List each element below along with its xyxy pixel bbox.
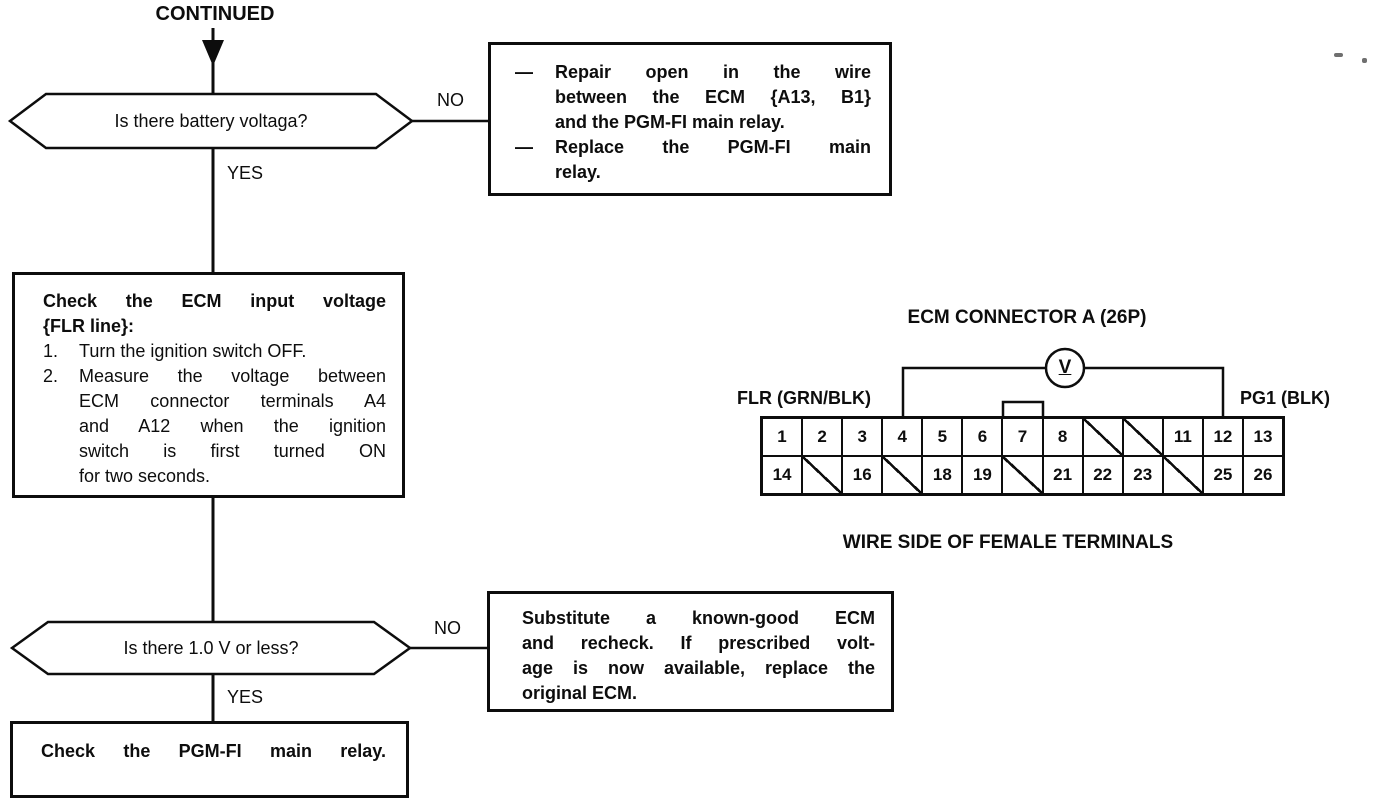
text-line: Replace the PGM-FI main [555, 137, 871, 157]
decision-voltage-yes-label: YES [227, 687, 264, 707]
decision-voltage-question: Is there 1.0 V or less? [123, 637, 299, 658]
pin-cell-blocked [1121, 419, 1162, 455]
pin-cell-26: 26 [1241, 457, 1282, 493]
text-line: and recheck. If prescribed volt- [522, 633, 875, 653]
voltmeter-icon [1044, 347, 1086, 389]
step-1: 1. Turn the ignition switch OFF. [43, 339, 386, 364]
scan-speck [1362, 58, 1367, 63]
pin-cell-5: 5 [921, 419, 961, 455]
pin-cell-blocked [881, 457, 922, 493]
pin-cell-12: 12 [1201, 419, 1242, 455]
down-arrowhead-icon [202, 40, 224, 66]
flr-pin-label: FLR (GRN/BLK) [737, 388, 871, 408]
pin-cell-blocked [801, 457, 842, 493]
check-relay-box: Check the PGM-FI main relay. [10, 721, 409, 798]
pin-cell-14: 14 [772, 465, 792, 484]
pin-cell-1: 1 [777, 427, 787, 446]
repair-item-2-text: Replace the PGM-FI main relay. [555, 135, 871, 185]
text-line: Measure the voltage between [79, 366, 386, 386]
step-number: 2. [43, 366, 59, 386]
text-line: relay. [555, 162, 601, 182]
step-2-text: Measure the voltage between ECM connecto… [79, 364, 386, 489]
connector-title: ECM CONNECTOR A (26P) [907, 307, 1147, 328]
pin-cell-13: 13 [1241, 419, 1282, 455]
text-line: switch is first turned ON [79, 441, 386, 461]
step-number: 1. [43, 341, 59, 361]
pg1-pin-label: PG1 (BLK) [1240, 388, 1330, 408]
pin-cell-blocked [1081, 419, 1122, 455]
text-line: {FLR line}: [43, 316, 135, 336]
decision-battery-yes-label: YES [227, 163, 264, 183]
check-relay-text: Check the PGM-FI main relay. [41, 741, 386, 761]
check-input-steps: 1. Turn the ignition switch OFF. 2. Meas… [43, 339, 386, 489]
text-line: between the ECM {A13, B1} [555, 87, 871, 107]
pin-cell-4: 4 [881, 419, 921, 455]
decision-voltage-no-label: NO [434, 618, 461, 638]
pin-cell-8: 8 [1041, 419, 1082, 455]
pin-cell-3: 3 [841, 419, 881, 455]
text-line: ECM connector terminals A4 [79, 391, 386, 411]
pin-cell-11: 11 [1161, 419, 1202, 455]
text-line: original ECM. [522, 683, 638, 703]
pin-cell-19: 19 [961, 457, 1001, 493]
repair-item-2: — Replace the PGM-FI main relay. [515, 135, 871, 185]
repair-action-box: — Repair open in the wire between the EC… [488, 42, 892, 196]
text-line: for two seconds. [79, 466, 211, 486]
substitute-ecm-text: Substitute a known-good ECM and recheck.… [522, 606, 875, 706]
voltmeter-symbol: V [1058, 357, 1072, 378]
pin-cell-16: 16 [841, 457, 881, 493]
decision-battery-no-label: NO [437, 90, 464, 110]
decision-battery-question: Is there battery voltaga? [114, 110, 308, 131]
pin-cell-blocked [1161, 457, 1202, 493]
check-input-voltage-box: Check the ECM input voltage {FLR line}: … [12, 272, 405, 498]
dash-bullet: — [515, 62, 533, 82]
dash-bullet: — [515, 137, 533, 157]
pin-cell-22: 22 [1081, 457, 1122, 493]
pin-cell-6: 6 [961, 419, 1001, 455]
text-line: Check the ECM input voltage [43, 291, 386, 311]
pin-cell-2: 2 [801, 419, 841, 455]
text-line: age is now available, replace the [522, 658, 875, 678]
text-line: Substitute a known-good ECM [522, 608, 875, 628]
text-line: and the PGM-FI main relay. [555, 112, 785, 132]
text-line: Repair open in the wire [555, 62, 871, 82]
scan-speck [1334, 53, 1343, 57]
pin-cell-21: 21 [1041, 457, 1082, 493]
pin-cell-7: 7 [1001, 419, 1041, 455]
step-2: 2. Measure the voltage between ECM conne… [43, 364, 386, 489]
pin-cell-18: 18 [921, 457, 961, 493]
pin-cell-blocked [1001, 457, 1042, 493]
repair-item-1-text: Repair open in the wire between the ECM … [555, 60, 871, 135]
pin-cell-25: 25 [1201, 457, 1242, 493]
substitute-ecm-box: Substitute a known-good ECM and recheck.… [487, 591, 894, 712]
pin-cell-23: 23 [1121, 457, 1162, 493]
repair-item-1: — Repair open in the wire between the EC… [515, 60, 871, 135]
step-1-text: Turn the ignition switch OFF. [79, 339, 386, 364]
continued-label: CONTINUED [155, 3, 275, 25]
text-line: Turn the ignition switch OFF. [79, 341, 307, 361]
wire-side-caption: WIRE SIDE OF FEMALE TERMINALS [842, 532, 1174, 553]
text-line: and A12 when the ignition [79, 416, 386, 436]
check-input-title: Check the ECM input voltage {FLR line}: [43, 289, 386, 339]
